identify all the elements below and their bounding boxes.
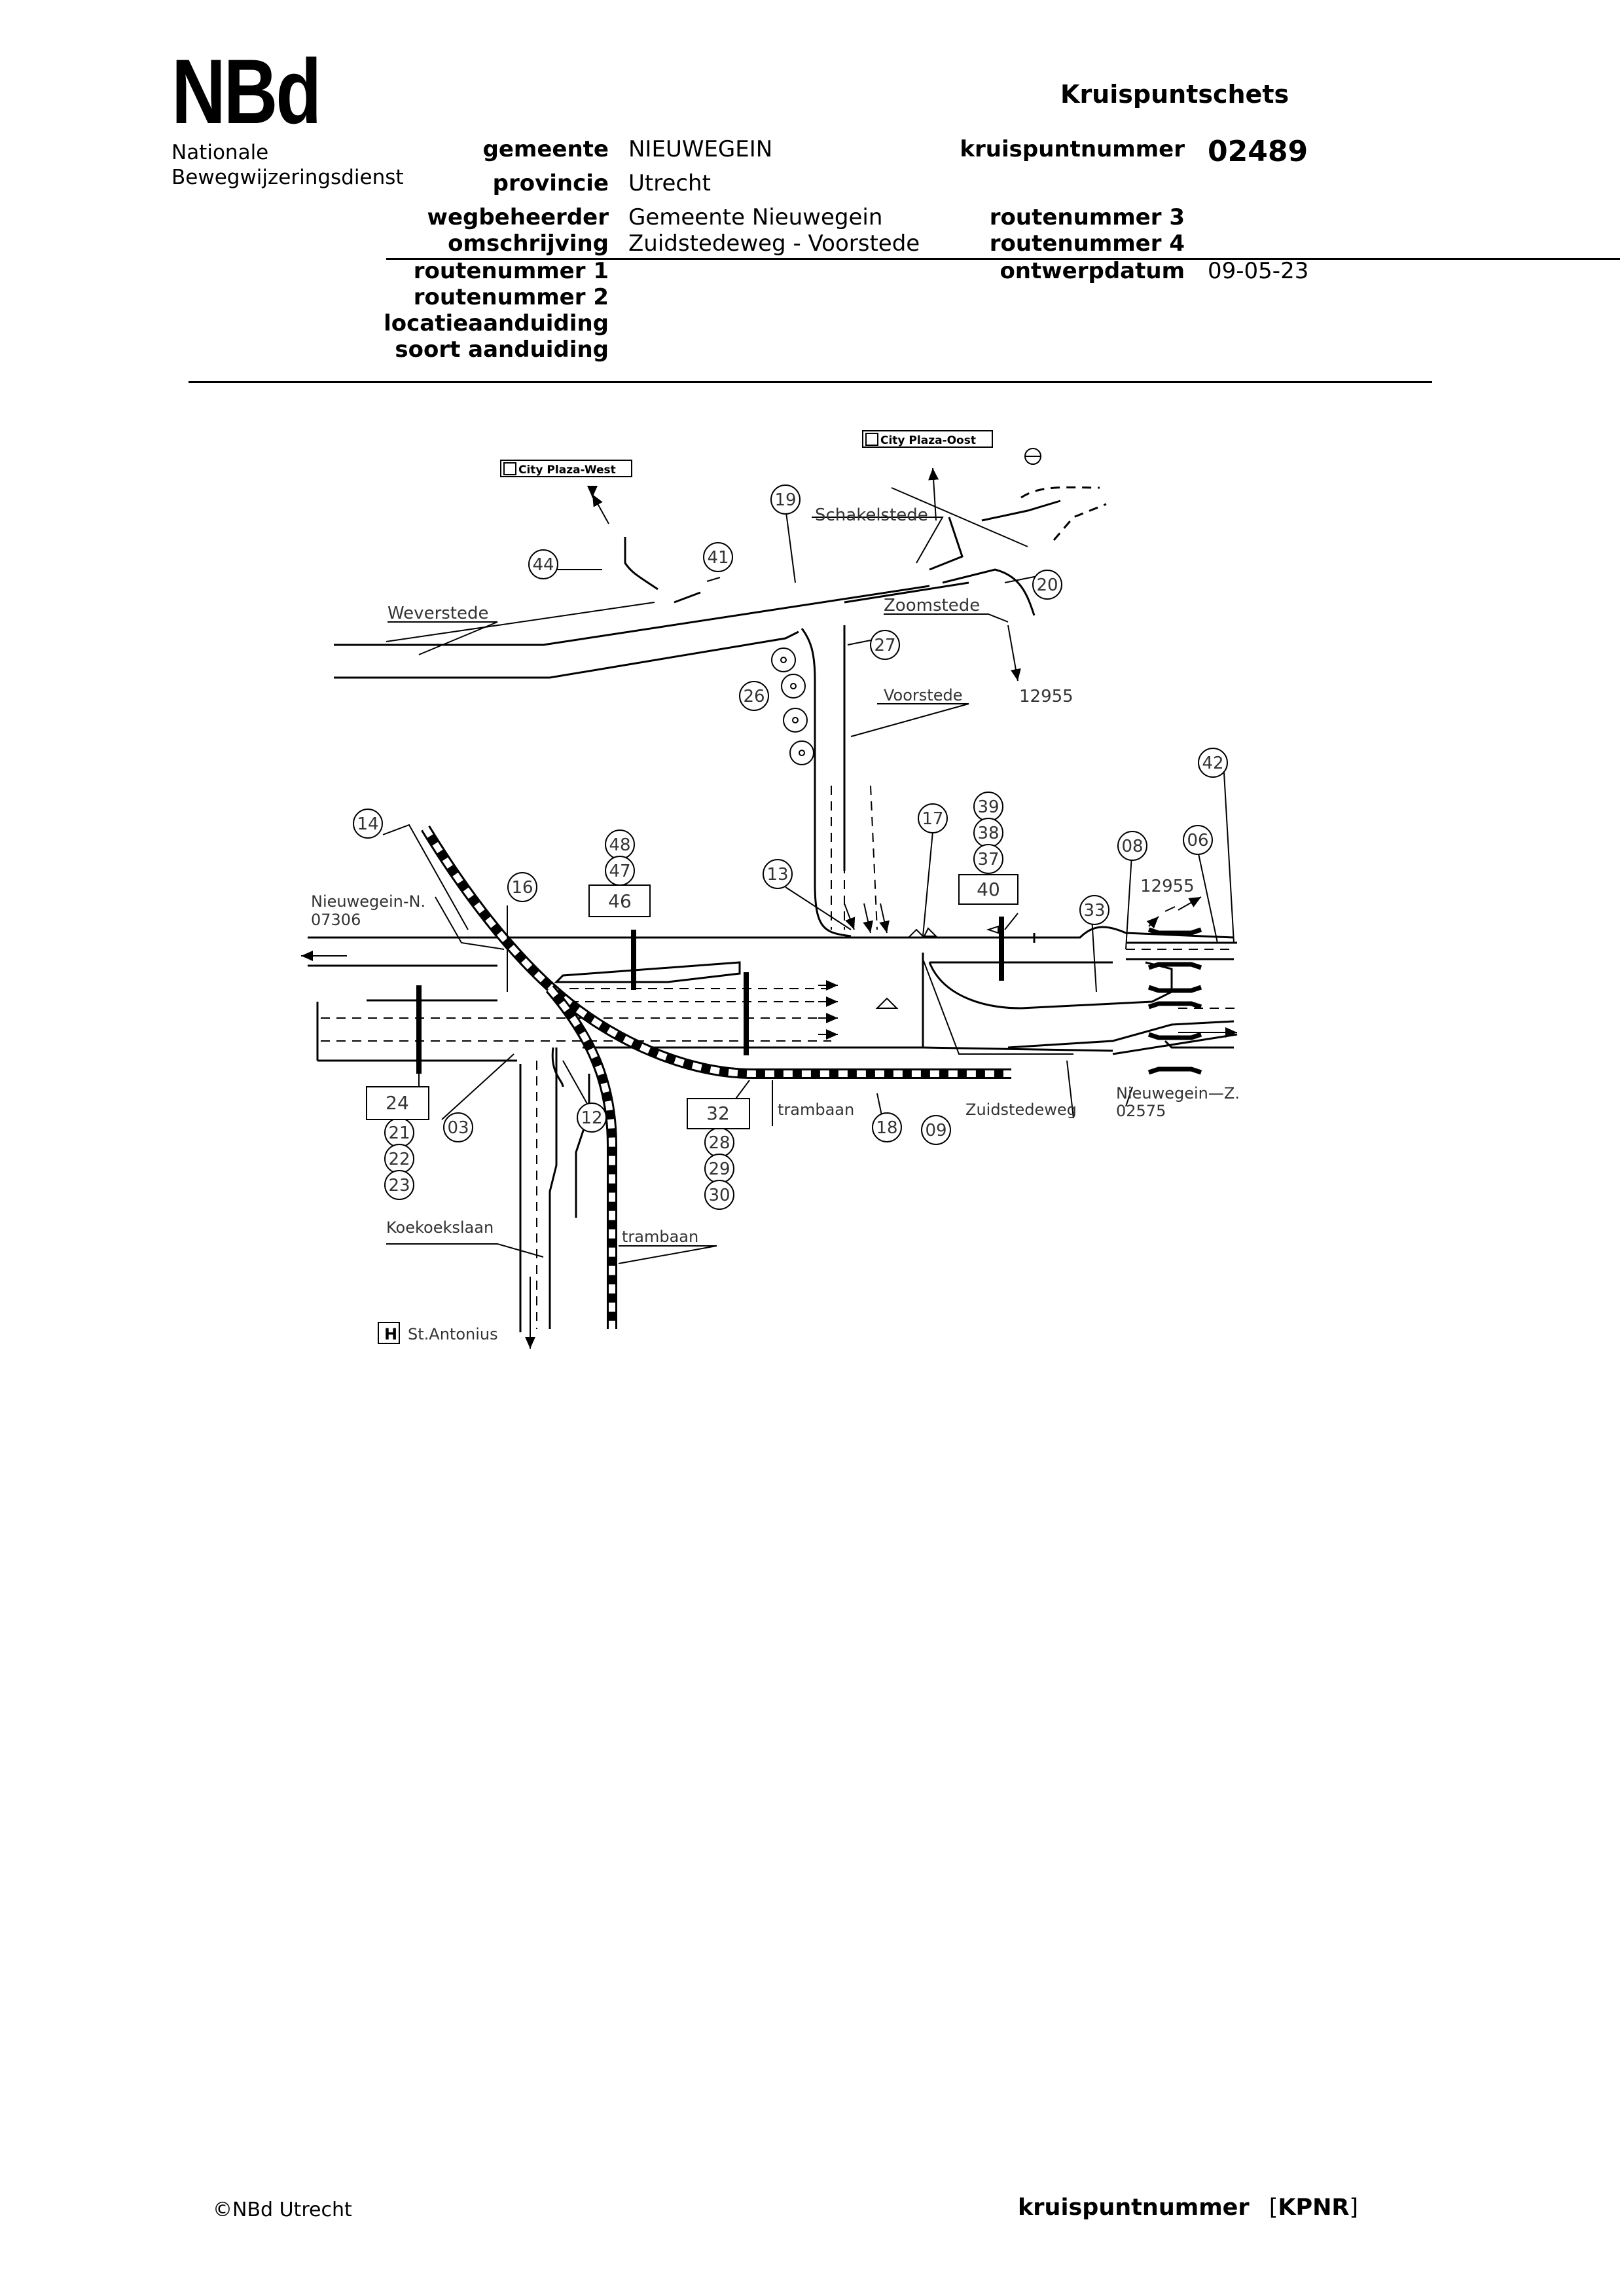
num-39: 39 — [977, 797, 999, 817]
value-ontwerpdatum: 09-05-23 — [1208, 258, 1309, 284]
footer-kpnr-open: [ — [1269, 2195, 1278, 2221]
sign-number-labels: 44 41 19 20 27 26 42 14 16 48 47 46 13 1… — [357, 490, 1223, 1205]
num-42: 42 — [1202, 754, 1223, 773]
num-41: 41 — [707, 548, 729, 568]
org-name-line1: Nationale — [171, 141, 269, 164]
label-soort-aanduiding: soort aanduiding — [395, 337, 609, 363]
label-gemeente: gemeente — [482, 136, 609, 162]
num-37: 37 — [977, 850, 999, 869]
num-38: 38 — [977, 824, 999, 843]
num-06: 06 — [1187, 831, 1208, 850]
number-boxes — [366, 874, 1018, 1129]
dest-st-antonius: St.Antonius — [408, 1325, 498, 1343]
label-omschrijving: omschrijving — [448, 230, 609, 257]
street-weverstede: Weverstede — [387, 604, 489, 623]
num-46: 46 — [608, 890, 632, 912]
num-22: 22 — [388, 1150, 410, 1169]
tram-triangles — [875, 925, 999, 1009]
num-16: 16 — [511, 878, 533, 898]
header-rule-lower — [189, 381, 1432, 383]
num-27: 27 — [874, 636, 895, 655]
dest-nieuwegein-n: Nieuwegein-N. — [311, 892, 425, 911]
dest-nieuwegein-n-code: 07306 — [311, 911, 361, 929]
street-zuidstedeweg: Zuidstedeweg — [965, 1101, 1077, 1119]
num-23: 23 — [388, 1176, 410, 1195]
num-13: 13 — [766, 865, 788, 884]
org-name-line2: Bewegwijzeringsdienst — [171, 166, 404, 189]
value-gemeente: NIEUWEGEIN — [628, 136, 773, 162]
dest-nieuwegein-z-code: 02575 — [1116, 1102, 1166, 1120]
label-locatieaanduiding: locatieaanduiding — [384, 310, 609, 337]
kp-12955-top: 12955 — [1019, 687, 1073, 706]
num-32: 32 — [706, 1102, 730, 1124]
label-wegbeheerder: wegbeheerder — [427, 204, 609, 230]
tree-symbols — [771, 647, 814, 765]
number-circles — [353, 484, 1228, 1210]
dest-city-plaza-oost: City Plaza-Oost — [880, 434, 976, 447]
num-03: 03 — [447, 1118, 469, 1138]
label-kruispuntnummer: kruispuntnummer — [960, 136, 1185, 162]
value-kruispuntnummer: 02489 — [1208, 135, 1308, 168]
header-rule-upper — [386, 258, 1620, 260]
num-26: 26 — [743, 687, 765, 706]
num-20: 20 — [1036, 575, 1058, 595]
num-48: 48 — [609, 835, 630, 855]
lane-markings — [321, 785, 1237, 1329]
label-routenummer-4: routenummer 4 — [989, 230, 1185, 257]
num-17: 17 — [922, 809, 943, 829]
stop-bars — [416, 917, 1004, 1074]
num-47: 47 — [609, 862, 630, 881]
label-ontwerpdatum: ontwerpdatum — [1000, 258, 1185, 284]
num-09: 09 — [925, 1121, 946, 1140]
num-30: 30 — [708, 1186, 730, 1205]
tram-line — [421, 825, 1011, 1329]
bollard-marker — [1024, 448, 1041, 465]
bridge-symbols — [1147, 927, 1202, 1075]
leader-lines — [382, 487, 1235, 1264]
num-44: 44 — [532, 555, 554, 575]
street-voorstede: Voorstede — [884, 686, 962, 704]
num-21: 21 — [388, 1123, 410, 1143]
kp-12955-right: 12955 — [1140, 877, 1195, 896]
value-provincie: Utrecht — [628, 170, 711, 196]
num-18: 18 — [876, 1118, 897, 1138]
street-koekoekslaan: Koekoekslaan — [386, 1218, 494, 1237]
document-title: Kruispuntschets — [1060, 80, 1289, 109]
label-routenummer-1: routenummer 1 — [413, 258, 609, 284]
traffic-arrows — [301, 467, 1237, 1349]
label-routenummer-3: routenummer 3 — [989, 204, 1185, 230]
street-schakelstede: Schakelstede — [815, 505, 928, 525]
num-40: 40 — [977, 879, 1000, 900]
street-zoomstede: Zoomstede — [884, 596, 980, 615]
dest-nieuwegein-z: Nieuwegein—Z. — [1116, 1084, 1240, 1102]
num-28: 28 — [708, 1133, 730, 1153]
num-19: 19 — [774, 490, 796, 510]
value-wegbeheerder: Gemeente Nieuwegein — [628, 204, 883, 230]
label-routenummer-2: routenummer 2 — [413, 284, 609, 310]
destination-signs: H — [378, 430, 993, 1344]
footer-kpnr-placeholder: KPNR — [1278, 2195, 1350, 2221]
road-edges — [308, 486, 1238, 1332]
num-08: 08 — [1121, 837, 1143, 856]
num-24: 24 — [386, 1092, 409, 1114]
footer-kpnr-code: [KPNR] — [1269, 2195, 1358, 2221]
num-33: 33 — [1083, 901, 1105, 920]
hospital-icon: H — [384, 1325, 397, 1343]
street-trambaan-1: trambaan — [778, 1101, 854, 1119]
footer-copyright: ©NBd Utrecht — [213, 2198, 352, 2221]
label-provincie: provincie — [492, 170, 609, 196]
footer-kpnr-close: ] — [1349, 2195, 1359, 2221]
nbd-logo: NBd — [171, 40, 321, 143]
value-omschrijving: Zuidstedeweg - Voorstede — [628, 230, 920, 257]
num-29: 29 — [708, 1159, 730, 1179]
dest-city-plaza-west: City Plaza-West — [518, 464, 616, 477]
diagram-labels: City Plaza-West City Plaza-Oost Weverste… — [311, 434, 1240, 1343]
footer-kpnr-label: kruispuntnummer — [1018, 2195, 1250, 2221]
street-trambaan-2: trambaan — [622, 1228, 698, 1246]
num-12: 12 — [581, 1108, 602, 1128]
num-14: 14 — [357, 814, 378, 834]
footer-kpnr: kruispuntnummer [KPNR] — [1018, 2195, 1358, 2221]
